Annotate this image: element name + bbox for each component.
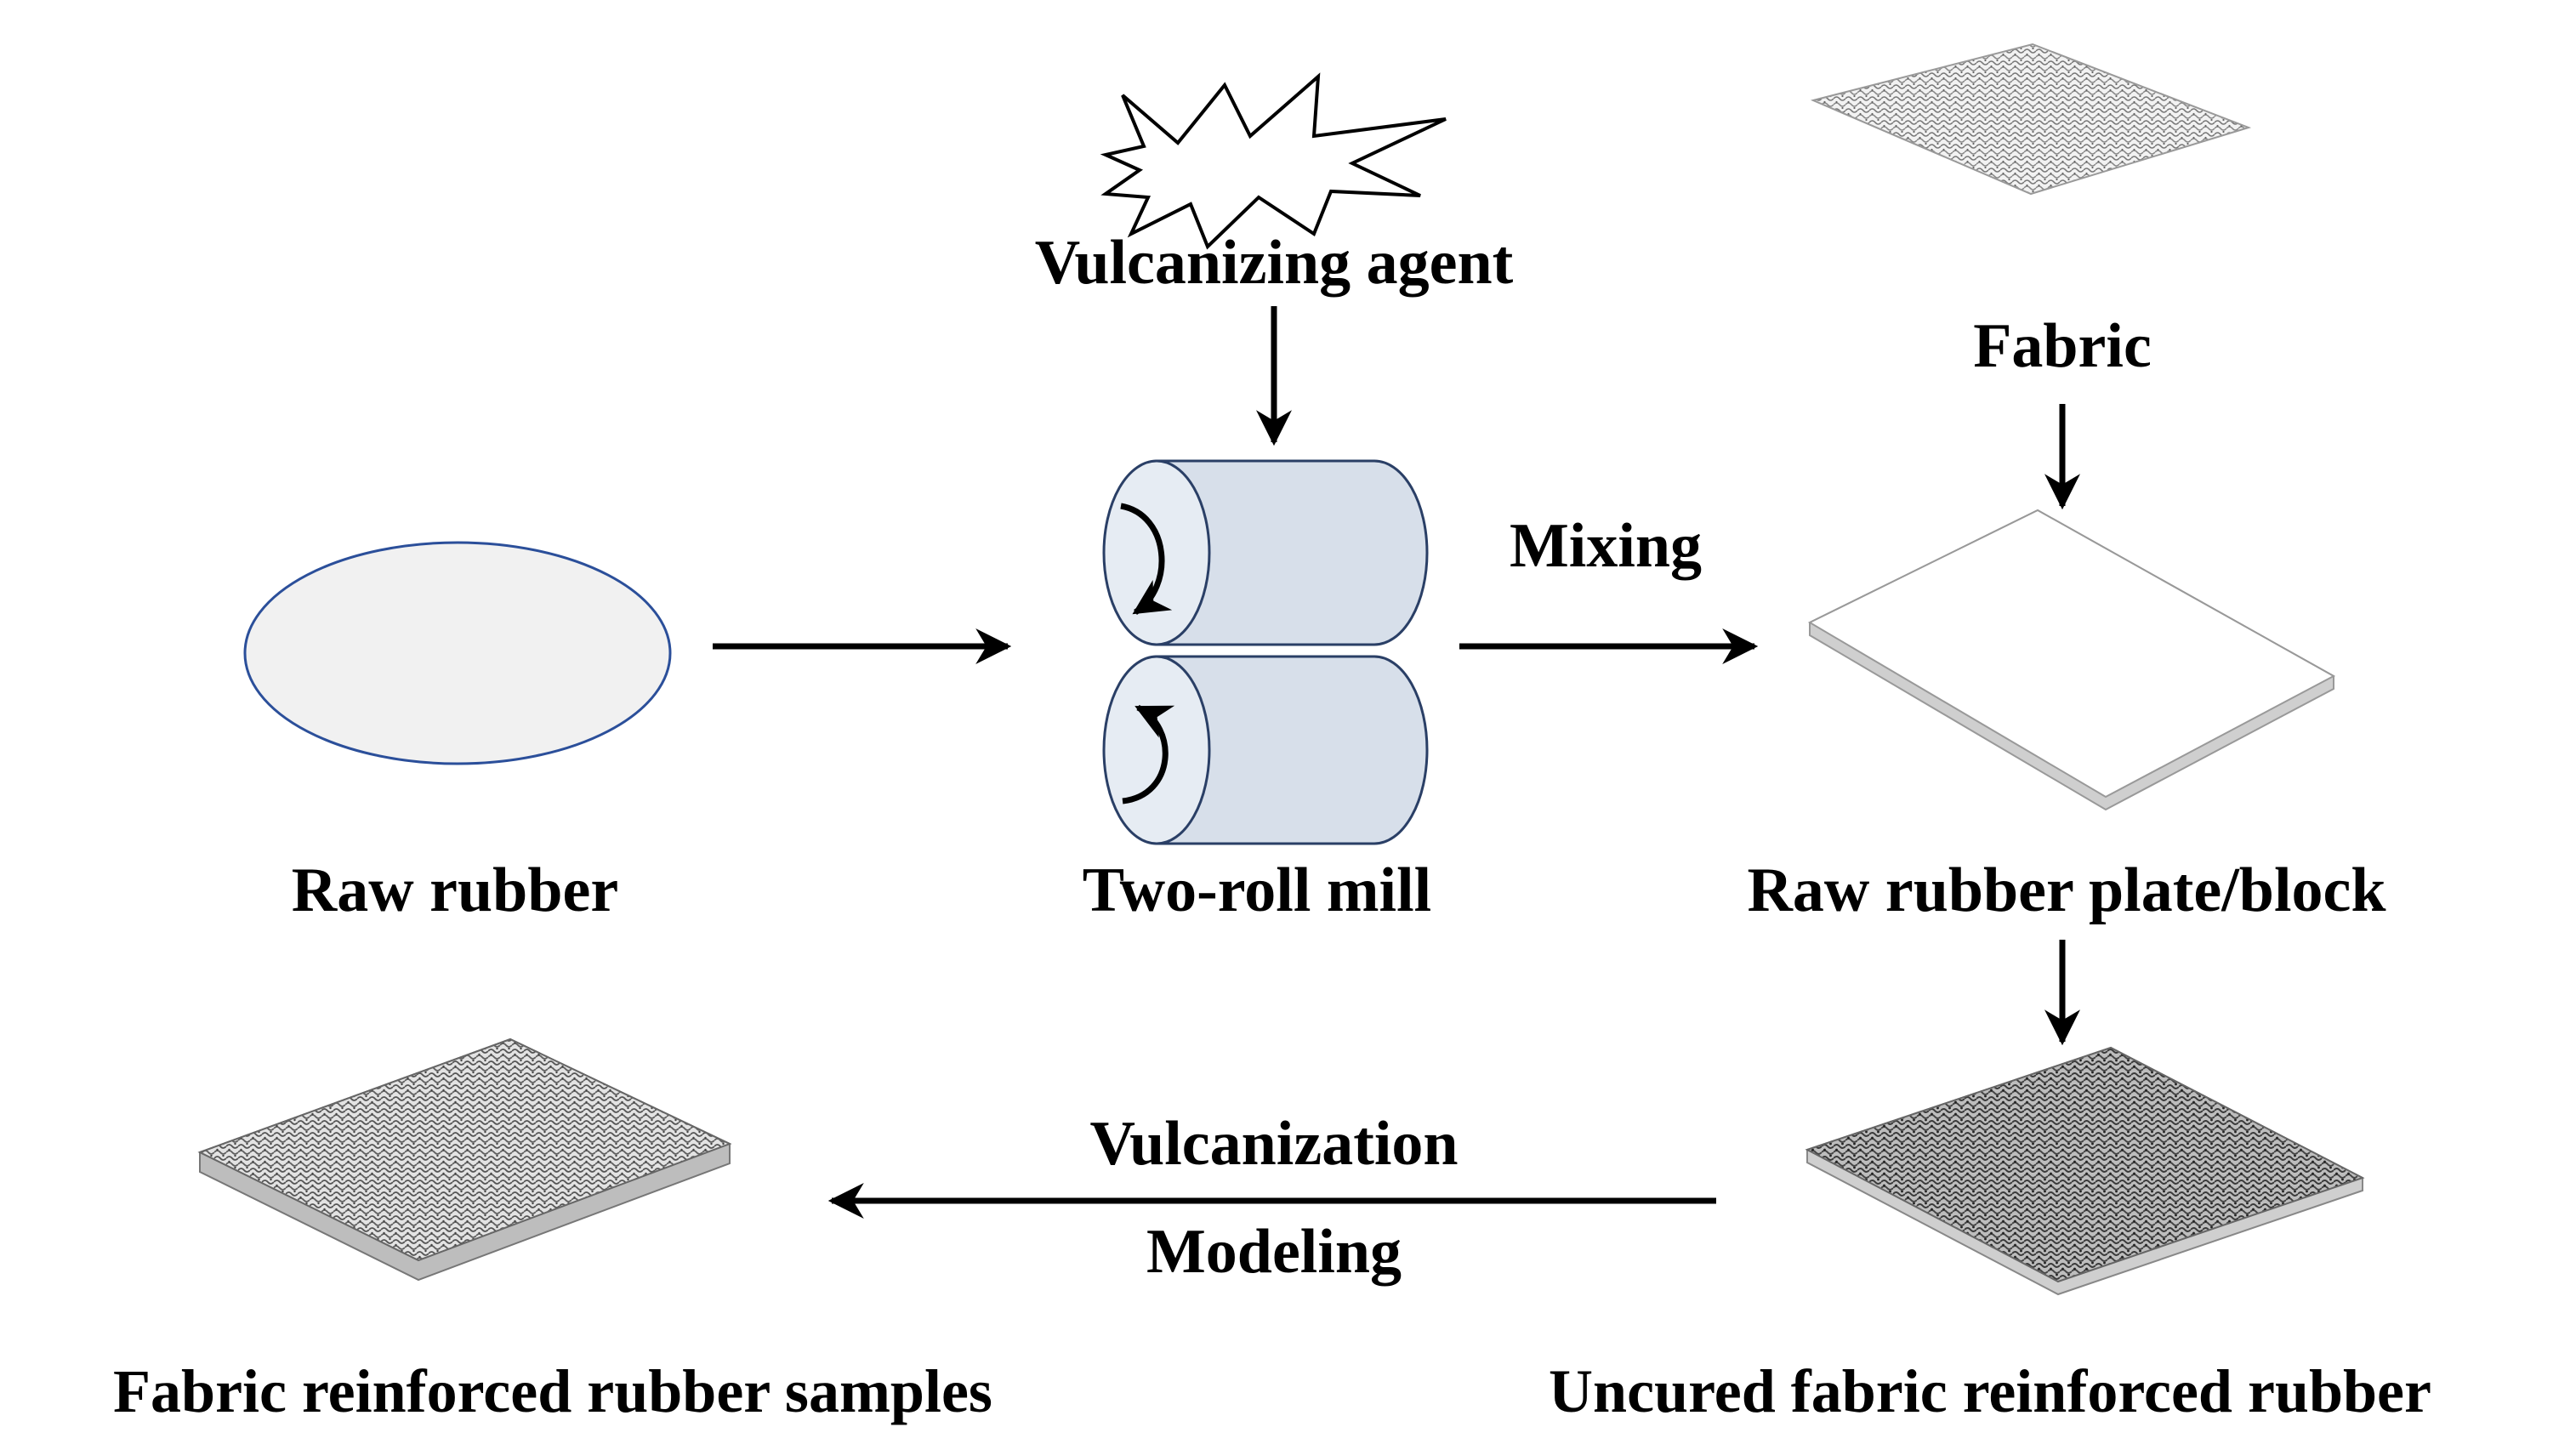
vulcanization-label: Vulcanization	[1089, 1109, 1459, 1179]
fabric-icon	[1810, 43, 2252, 196]
raw-rubber-label: Raw rubber	[291, 856, 619, 925]
raw-rubber-plate-label: Raw rubber plate/block	[1747, 856, 2386, 925]
vulcanizing-agent-icon	[1100, 72, 1447, 250]
uncured-fabric-rubber-label: Uncured fabric reinforced rubber	[1549, 1357, 2431, 1425]
fabric-label: Fabric	[1973, 311, 2152, 381]
mixing-label: Mixing	[1509, 511, 1703, 581]
raw-rubber-icon	[243, 541, 672, 765]
fabric-reinforced-samples-label: Fabric reinforced rubber samples	[113, 1357, 992, 1425]
modeling-label: Modeling	[1146, 1217, 1402, 1287]
vulcanizing-agent-label: Vulcanizing agent	[1034, 228, 1514, 298]
uncured-fabric-rubber-icon	[1805, 1046, 2365, 1296]
fabric-reinforced-samples-icon	[197, 1038, 732, 1282]
two-roll-mill-icon	[1102, 459, 1429, 845]
two-roll-mill-label: Two-roll mill	[1082, 856, 1432, 925]
arrows	[713, 306, 2080, 1219]
raw-rubber-plate-icon	[1807, 509, 2336, 811]
